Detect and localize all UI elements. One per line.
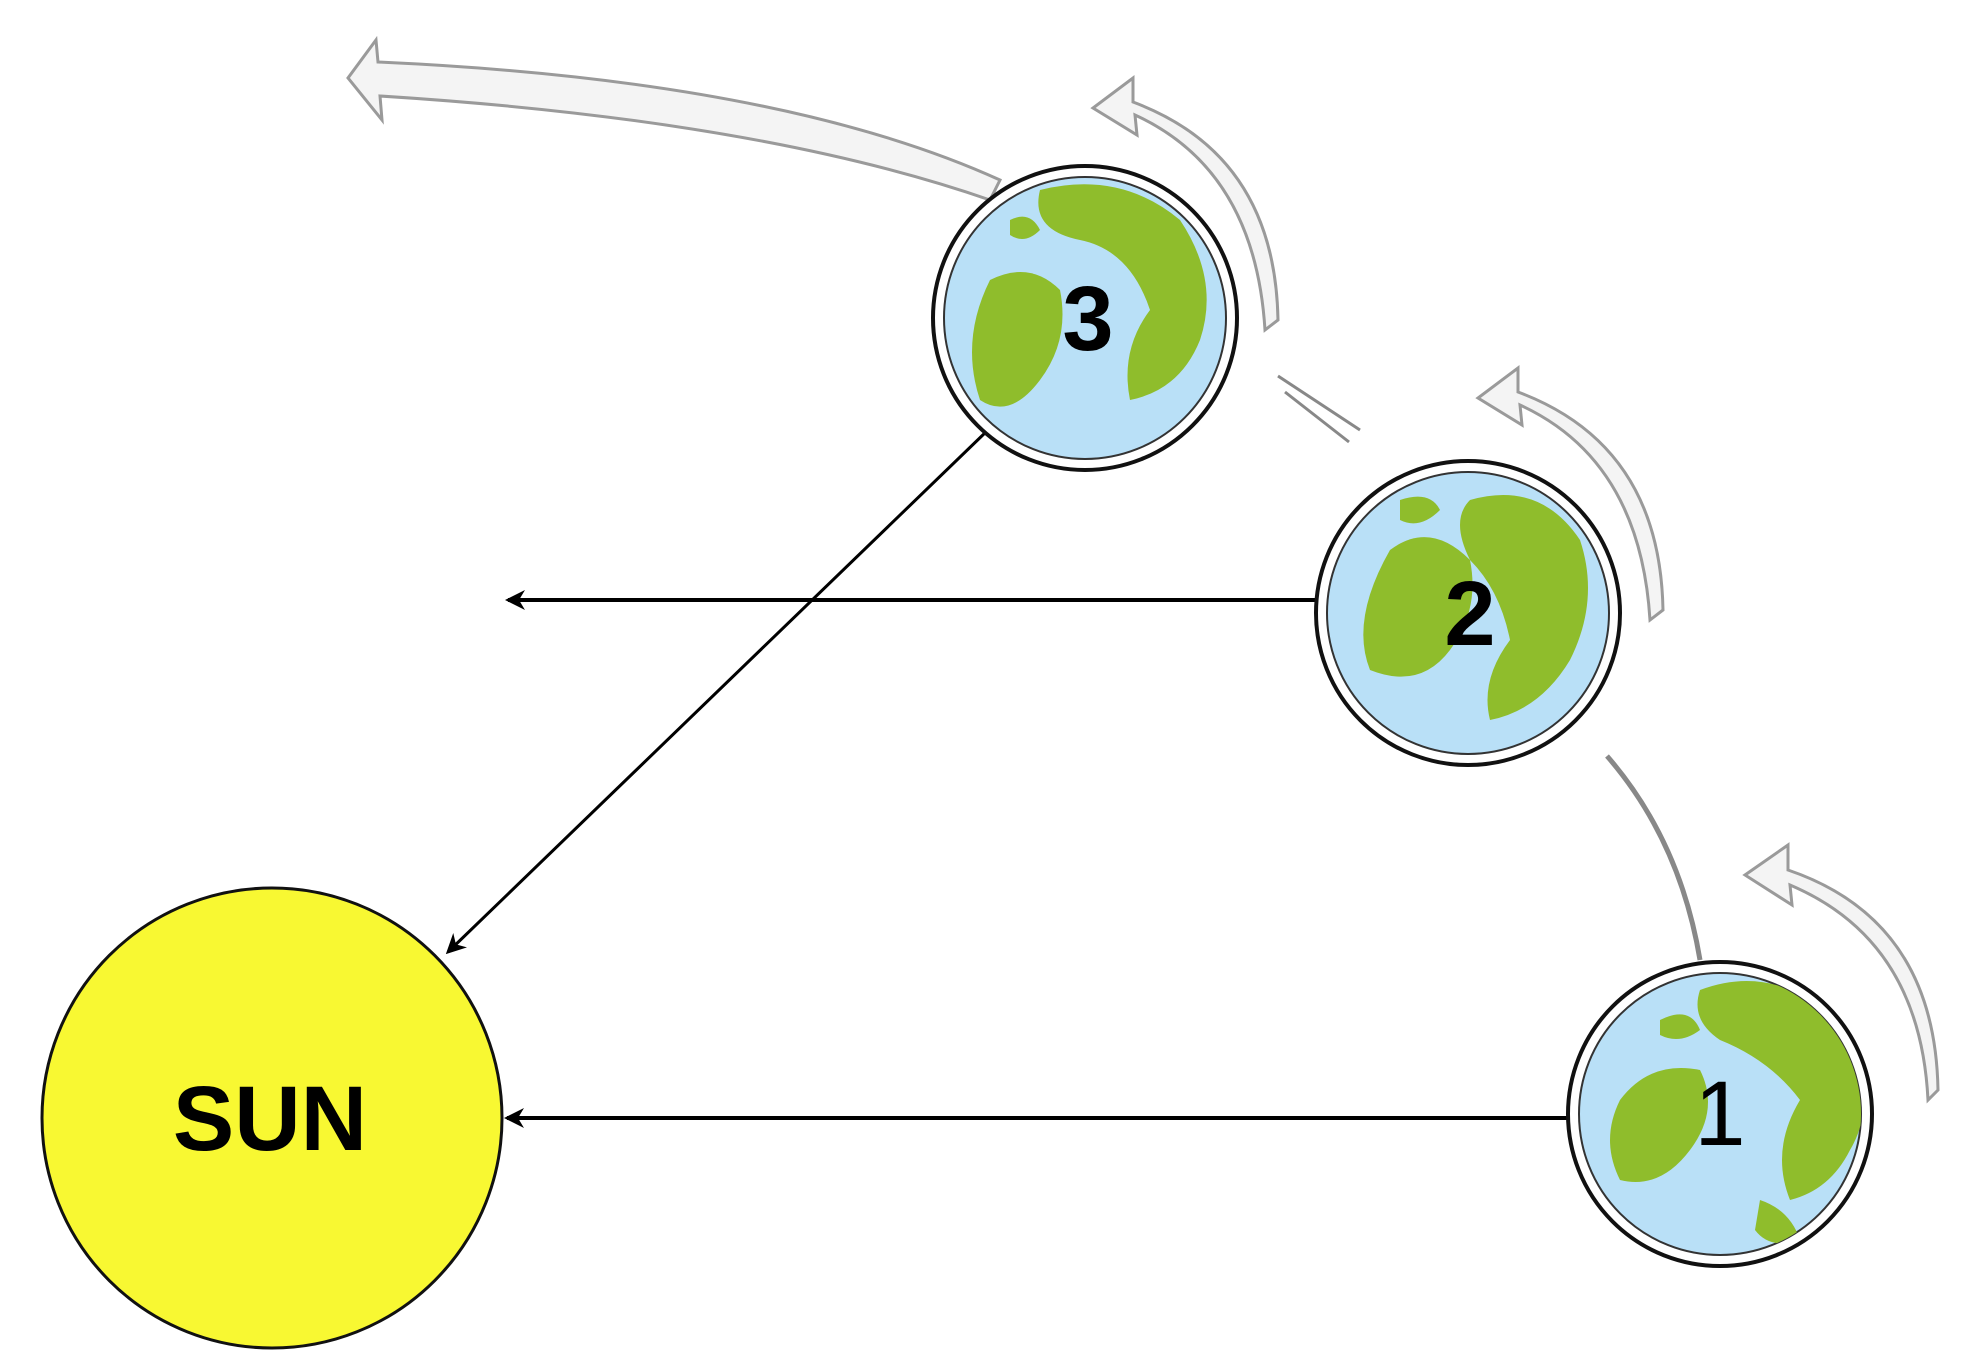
orbit-direction-arrow [346,35,1003,202]
earth-1-land [1610,981,1861,1244]
earth-3-label: 3 [1062,268,1113,370]
earth-2-land [1363,495,1588,720]
earth-3-land [972,184,1207,407]
sun: SUN [40,886,504,1350]
rotation-arrow-earth-2 [1475,365,1665,623]
earth-1-label: 1 [1694,1063,1745,1165]
rotation-arrow-earth-1 [1742,842,1940,1104]
rotation-arrow-earth-3 [1090,75,1280,333]
earth-2: 2 [1314,459,1622,767]
orbit-path-2-to-3 [1277,374,1361,444]
sun-disc [40,886,504,1350]
sun-label: SUN [173,1068,367,1170]
earth-2-label: 2 [1444,563,1495,665]
earth-1: 1 [1566,960,1874,1268]
orbit-path-1-to-2 [1605,754,1703,961]
line-earth3-to-sun [445,428,990,955]
earth-3: 3 [931,164,1239,472]
